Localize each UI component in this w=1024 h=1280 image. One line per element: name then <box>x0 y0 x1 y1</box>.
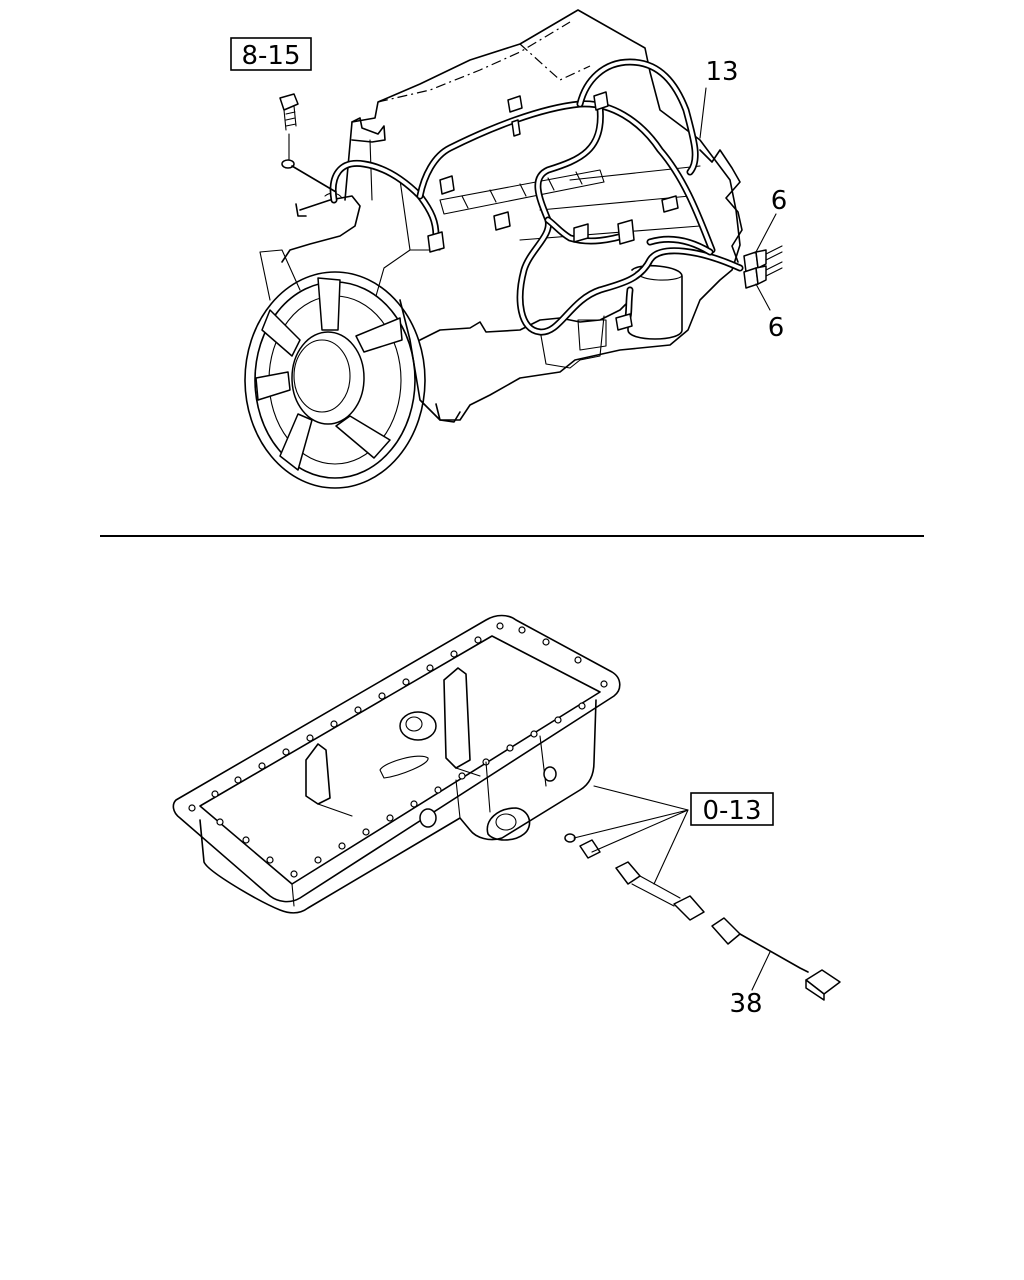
upper-callouts: 8-15 13 6 6 <box>230 37 788 343</box>
callout-ref-engine: 8-15 <box>241 41 300 71</box>
wire-harness <box>329 58 744 336</box>
callout-harness: 13 <box>705 57 738 87</box>
oil-level-sensor <box>564 833 841 1001</box>
engine-assembly <box>244 9 743 489</box>
ref-box-oil-pan <box>690 792 774 826</box>
connector-pair <box>743 245 783 289</box>
callout-connector-lower: 6 <box>768 313 785 343</box>
callout-ref-oil-pan: 0-13 <box>702 796 761 826</box>
ref-box-engine <box>230 37 312 71</box>
ground-bolt <box>279 93 337 193</box>
lower-callouts: 0-13 38 <box>573 785 774 1019</box>
flange-holes <box>188 622 608 878</box>
oil-pan <box>172 614 621 914</box>
callout-sensor-cable: 38 <box>729 989 762 1019</box>
callout-connector-upper: 6 <box>771 186 788 216</box>
